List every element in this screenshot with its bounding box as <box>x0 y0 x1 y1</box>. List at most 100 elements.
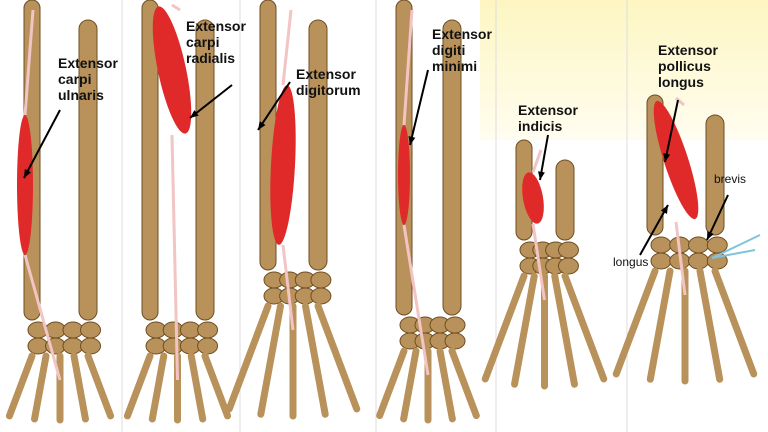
carpal-bone <box>688 236 709 254</box>
tendon <box>402 9 414 126</box>
label-line: Extensor <box>296 66 356 82</box>
finger-bone <box>257 302 284 418</box>
arrow-head <box>24 169 31 178</box>
finger-bone <box>711 267 758 378</box>
finger-bone <box>561 272 608 383</box>
carpal-bone <box>80 337 101 355</box>
carpal-bone <box>557 241 579 259</box>
finger-bone <box>123 352 154 420</box>
label-line: minimi <box>432 58 478 74</box>
arrow-head <box>707 231 714 240</box>
label-line: pollicus <box>658 58 711 74</box>
arrow-head <box>190 110 199 118</box>
finger-bone <box>511 272 538 388</box>
muscle <box>522 172 544 224</box>
finger-bone <box>696 267 724 383</box>
arrow-line <box>257 81 291 131</box>
tendon <box>531 149 543 173</box>
arrow-line <box>409 69 429 146</box>
label-line: carpi <box>186 34 220 50</box>
carpal-bone <box>80 321 101 339</box>
label-line: Extensor <box>432 26 492 42</box>
carpal-bone <box>688 252 709 270</box>
label-line: Extensor <box>186 18 246 34</box>
thumb-tendon-marker <box>711 249 756 259</box>
carpal-bone <box>650 252 672 270</box>
finger-bone <box>302 302 329 418</box>
finger-bone <box>612 267 659 378</box>
label-line: indicis <box>518 118 563 134</box>
carpal-bone <box>310 287 332 305</box>
finger-bone <box>225 302 272 413</box>
arrow-line <box>189 84 233 119</box>
arrow-line <box>23 109 61 179</box>
radius-bone <box>308 19 328 271</box>
carpal-bone <box>310 271 332 289</box>
muscle <box>17 115 33 255</box>
finger-bone <box>201 352 232 420</box>
arrow-head <box>258 121 266 130</box>
label-longus: longus <box>613 255 649 269</box>
finger-bone <box>187 352 207 423</box>
label-line: Extensor <box>58 55 118 71</box>
thumb-tendon-marker <box>711 234 761 259</box>
carpal-bone <box>444 316 466 334</box>
tendon <box>23 254 62 381</box>
carpal-bone <box>557 257 579 275</box>
finger-bone <box>436 347 456 423</box>
label-brevis: brevis <box>714 172 747 186</box>
radius-bone <box>442 19 462 316</box>
forearm-panel-1 <box>5 0 115 424</box>
radius-bone <box>705 114 725 236</box>
label-line: digiti <box>432 42 466 58</box>
arrow-head <box>538 171 545 180</box>
forearm-panel-6 <box>612 0 758 432</box>
tendon <box>171 3 181 12</box>
tendon <box>675 96 685 107</box>
carpal-bone <box>650 236 672 254</box>
arrow-head <box>408 136 416 145</box>
muscle <box>398 125 410 225</box>
muscle <box>152 6 192 134</box>
finger-bone <box>481 272 528 383</box>
label-line: digitorum <box>296 82 361 98</box>
tendon <box>281 9 293 86</box>
finger-bone <box>5 352 36 420</box>
carpal-bone <box>197 321 219 339</box>
finger-bone <box>84 352 115 420</box>
tendon <box>402 224 430 376</box>
finger-bone <box>448 347 480 420</box>
radius-bone <box>555 159 575 241</box>
radius-bone <box>195 19 215 321</box>
finger-bone <box>148 352 168 423</box>
finger-bone <box>376 347 408 420</box>
carpal-bone <box>706 236 728 254</box>
finger-bone <box>31 352 50 423</box>
finger-bone <box>646 267 674 383</box>
ulna-bone <box>141 0 159 321</box>
finger-bone <box>70 352 89 423</box>
arrow-line <box>664 99 679 163</box>
label-line: Extensor <box>658 42 718 58</box>
muscle <box>270 85 296 245</box>
arrow-head <box>660 205 668 214</box>
carpal-bone <box>197 337 219 355</box>
radius-bone <box>78 19 98 321</box>
carpal-bone <box>444 332 466 350</box>
finger-bone <box>551 272 578 388</box>
tendon <box>23 9 35 116</box>
label-line: Extensor <box>518 102 578 118</box>
arrow-line <box>639 204 669 256</box>
forearm-panel-4 <box>375 0 480 432</box>
forearm-panel-5 <box>481 0 608 432</box>
forearm-panel-2 <box>121 0 232 432</box>
label-line: carpi <box>58 71 92 87</box>
tendon <box>281 244 295 331</box>
